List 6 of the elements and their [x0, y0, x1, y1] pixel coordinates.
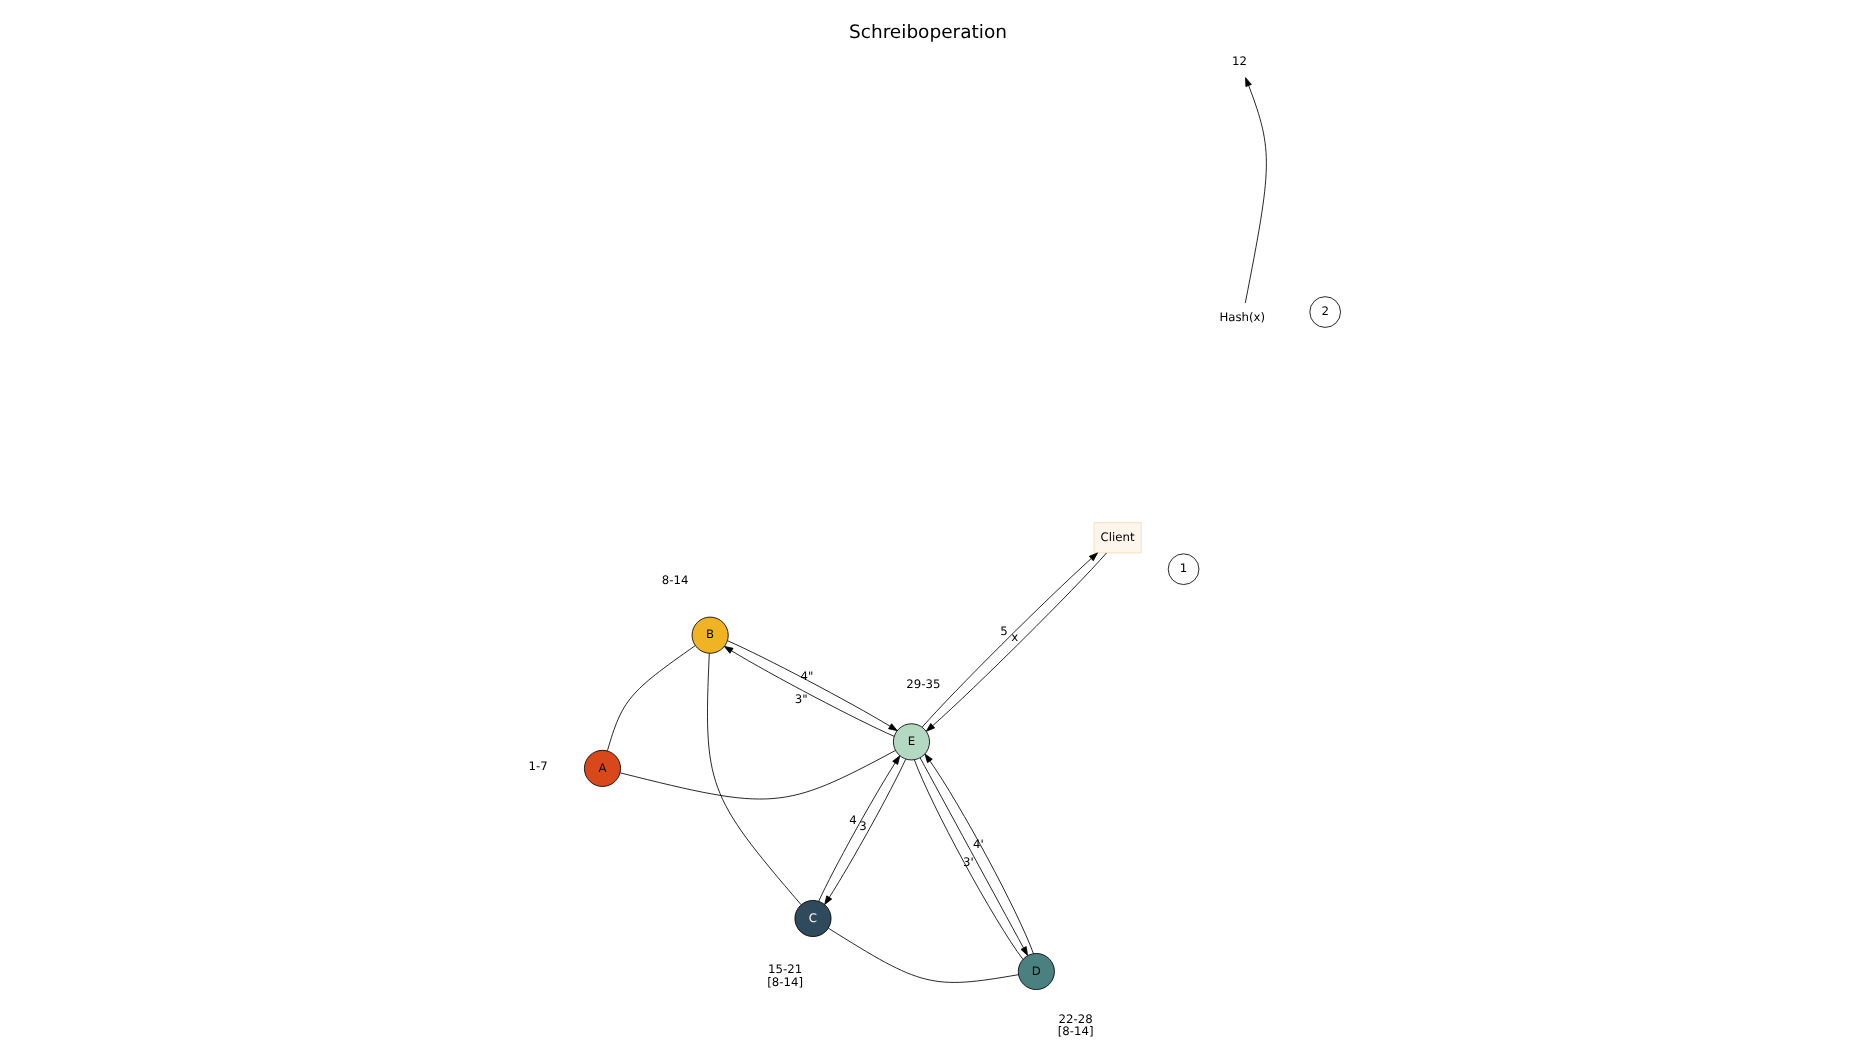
arrow	[1244, 77, 1267, 304]
connector	[707, 653, 802, 906]
diagram-title: Schreiboperation	[849, 22, 1007, 45]
connector	[827, 927, 1019, 983]
connector	[619, 750, 896, 800]
connector	[607, 645, 696, 752]
